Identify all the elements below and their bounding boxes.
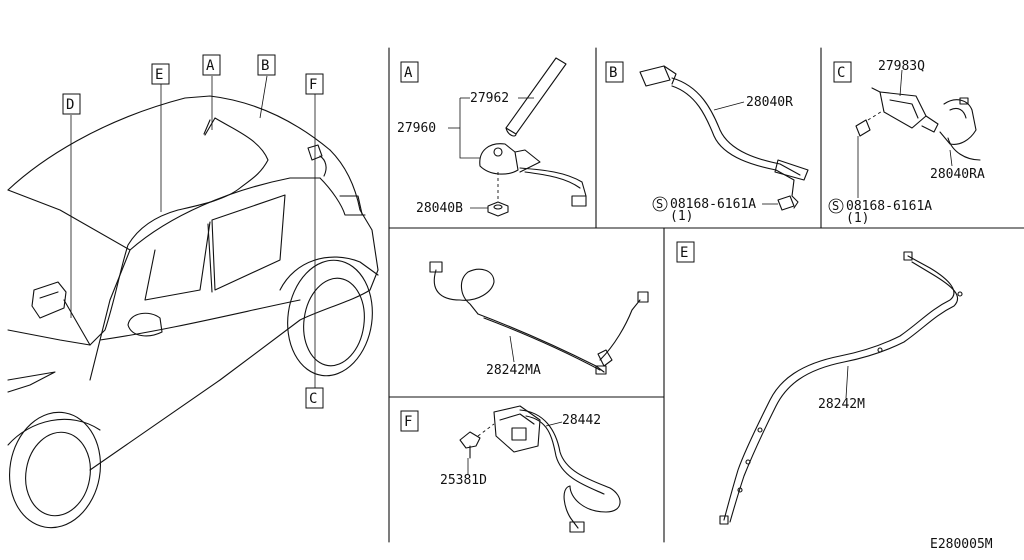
svg-text:E: E — [155, 67, 163, 83]
panel-a-label: A — [404, 65, 413, 81]
part-27983q: 27983Q — [878, 59, 925, 74]
callout-a[interactable]: A — [202, 54, 221, 76]
panel-b: B 28040R S 08168-6161A (1) — [605, 61, 809, 224]
vehicle-overview — [7, 95, 379, 529]
callout-f[interactable]: F — [305, 73, 324, 95]
part-28242m: 28242M — [818, 397, 865, 412]
qty-b: (1) — [670, 209, 693, 224]
screw-symbol-c: S — [832, 199, 839, 213]
callout-b[interactable]: B — [257, 54, 276, 76]
part-28242ma: 28242MA — [486, 363, 541, 378]
diagram-code: E280005M — [930, 537, 993, 552]
part-08168-6161a-b: 08168-6161A — [670, 197, 756, 212]
panel-e: E 28242M — [676, 241, 963, 525]
part-28040b: 28040B — [416, 201, 463, 216]
panel-f-label: F — [404, 414, 412, 430]
callout-e[interactable]: E — [151, 63, 170, 85]
panel-c: C 27983Q 28040RA S 08168-6161A (1) — [828, 59, 985, 226]
panel-c-label: C — [837, 65, 845, 81]
panel-f: F 28442 25381D — [400, 405, 621, 533]
panel-frame — [388, 47, 1024, 543]
callout-d[interactable]: D — [62, 93, 81, 115]
qty-c: (1) — [846, 211, 869, 226]
part-27962: 27962 — [470, 91, 509, 106]
panel-b-label: B — [609, 65, 617, 81]
svg-text:A: A — [206, 58, 215, 74]
part-27960: 27960 — [397, 121, 436, 136]
part-08168-6161a-c: 08168-6161A — [846, 199, 932, 214]
svg-text:B: B — [261, 58, 269, 74]
svg-text:D: D — [66, 97, 74, 113]
part-25381d: 25381D — [440, 473, 487, 488]
callout-c[interactable]: C — [305, 387, 324, 409]
part-28040r: 28040R — [746, 95, 793, 110]
panel-harness-ma: 28242MA — [429, 261, 649, 378]
part-28442: 28442 — [562, 413, 601, 428]
panel-a: A 27962 27960 28040B — [397, 57, 587, 217]
screw-symbol: S — [656, 197, 663, 211]
part-28040ra: 28040RA — [930, 167, 985, 182]
callout-leaders — [70, 75, 316, 388]
panel-e-label: E — [680, 245, 688, 261]
svg-text:F: F — [309, 77, 317, 93]
svg-text:C: C — [309, 391, 317, 407]
